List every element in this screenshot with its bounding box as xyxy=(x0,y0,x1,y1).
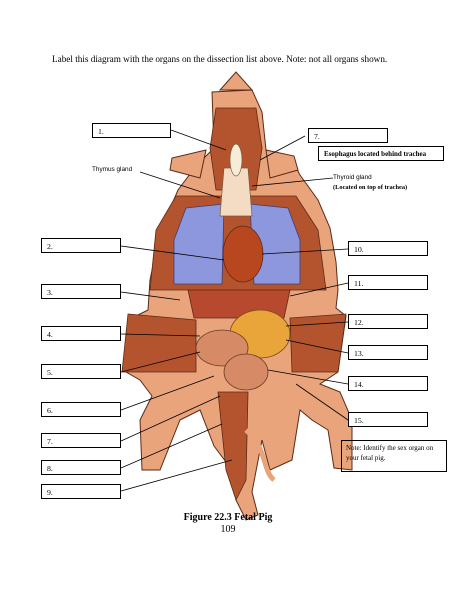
left-lung xyxy=(173,203,225,285)
figure-caption: Figure 22.3 Fetal Pig xyxy=(183,512,273,523)
leader-thyroid xyxy=(251,177,334,187)
leader-5 xyxy=(120,351,201,373)
snout xyxy=(218,71,254,91)
label-box-10[interactable]: 10. xyxy=(348,241,428,256)
umbilical-cord xyxy=(217,391,249,502)
leader-3 xyxy=(120,291,181,301)
leader-11 xyxy=(289,282,349,297)
label-box-7-right[interactable]: 7. xyxy=(308,128,388,143)
thyroid-label: Thyroid gland xyxy=(333,174,372,181)
label-box-9[interactable]: 9. xyxy=(41,484,121,499)
label-box-4[interactable]: 4. xyxy=(41,326,121,341)
label-box-6[interactable]: 6. xyxy=(41,402,121,417)
label-box-5[interactable]: 5. xyxy=(41,364,121,379)
leader-13 xyxy=(285,339,349,354)
label-box-12[interactable]: 12. xyxy=(348,314,428,329)
label-box-7-left[interactable]: 7. xyxy=(41,433,121,448)
heart xyxy=(222,225,264,283)
leader-2 xyxy=(120,245,225,261)
label-box-15[interactable]: 15. xyxy=(348,412,428,427)
sex-organ-note: Note: Identify the sex organ on your fet… xyxy=(341,440,447,472)
left-ear xyxy=(169,149,207,179)
tail xyxy=(244,428,276,482)
right-abdominal-flap xyxy=(289,313,347,373)
label-box-11[interactable]: 11. xyxy=(348,275,428,290)
label-box-8[interactable]: 8. xyxy=(41,460,121,475)
leader-9 xyxy=(120,459,233,492)
label-box-13[interactable]: 13. xyxy=(348,345,428,360)
label-box-14[interactable]: 14. xyxy=(348,376,428,391)
left-abdominal-flap xyxy=(121,313,197,373)
leader-8 xyxy=(120,423,223,469)
leader-thymus xyxy=(139,171,221,199)
label-box-2[interactable]: 2. xyxy=(41,238,121,253)
leader-15 xyxy=(295,383,349,421)
leader-1 xyxy=(170,129,227,151)
leader-14 xyxy=(267,369,349,385)
trachea xyxy=(229,143,243,177)
esophagus-label: Esophagus located behind trachea xyxy=(318,146,444,161)
leader-4 xyxy=(120,333,201,337)
label-box-3[interactable]: 3. xyxy=(41,284,121,299)
leader-7r xyxy=(259,135,306,161)
leader-7l xyxy=(120,395,221,442)
thyroid-location-note: (Located on top of trachea) xyxy=(333,184,408,191)
right-ear xyxy=(265,149,299,179)
leader-12 xyxy=(285,321,349,327)
leader-6 xyxy=(120,375,215,411)
thymus-label: Thymus gland xyxy=(92,166,133,173)
instructions-text: Label this diagram with the organs on th… xyxy=(52,54,388,64)
label-box-1[interactable]: 1. xyxy=(92,123,171,138)
large-intestine xyxy=(223,353,269,391)
page-number: 109 xyxy=(220,524,236,535)
leader-10 xyxy=(261,248,349,255)
